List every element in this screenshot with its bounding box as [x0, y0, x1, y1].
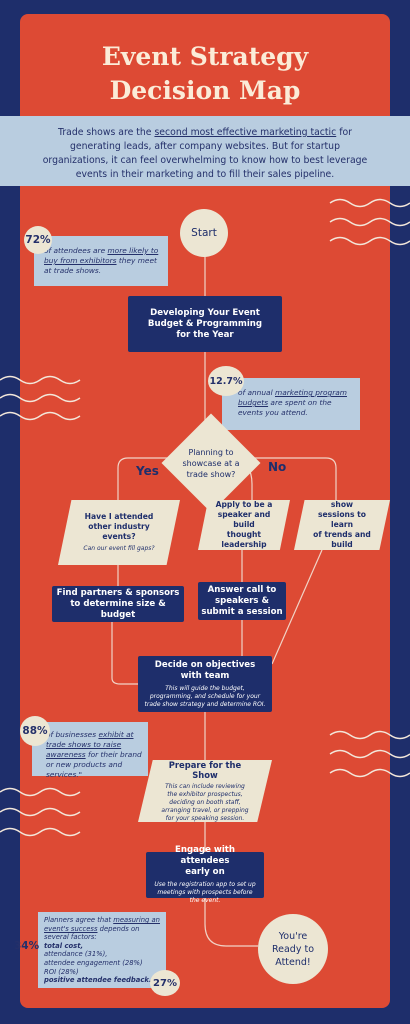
- wave-decoration: [0, 807, 81, 817]
- wave-decoration: [329, 217, 410, 227]
- call-speakers-box: Answer call to speakers & submit a sessi…: [198, 582, 286, 620]
- wave-decoration: [0, 787, 81, 797]
- stat-27-percent: 27%: [150, 970, 180, 996]
- connector-no: [238, 457, 337, 500]
- stat-127-link[interactable]: marketing program budgets: [238, 388, 347, 407]
- stat-34-percent: 34%: [14, 940, 40, 952]
- stat-127-percent: 12.7%: [208, 366, 244, 396]
- speaker-box: Apply to be a speaker and build thought …: [198, 500, 290, 550]
- wave-decoration: [329, 749, 410, 759]
- intro-link[interactable]: second most effective marketing tactic: [154, 127, 337, 138]
- sessions-box: Attend trade show sessions to learn of t…: [294, 500, 390, 550]
- prepare-box: Prepare for the Show This can include re…: [138, 760, 272, 822]
- intro-band: Trade shows are the second most effectiv…: [0, 116, 410, 186]
- wave-decoration: [329, 198, 410, 208]
- stat-34-link[interactable]: measuring an event's success: [44, 916, 160, 933]
- yes-label: Yes: [136, 464, 159, 478]
- connector-sessions-objectives: [271, 549, 323, 665]
- partners-box: Find partners & sponsors to determine si…: [52, 586, 184, 622]
- stat-72-card: of attendees are more likely to buy from…: [34, 236, 168, 286]
- start-node: Start: [180, 209, 228, 257]
- stat-88-card: of businesses exhibit at trade shows to …: [32, 722, 148, 779]
- wave-decoration: [0, 393, 81, 403]
- wave-decoration: [0, 375, 81, 385]
- connector-engage-end: [204, 898, 258, 947]
- wave-decoration: [0, 827, 81, 837]
- wave-decoration: [329, 768, 410, 778]
- wave-decoration: [329, 730, 410, 740]
- stat-127-card: of annual marketing program budgets are …: [222, 378, 360, 430]
- wave-decoration: [0, 411, 81, 421]
- decision-text: Planning to showcase at a trade show?: [182, 447, 240, 479]
- page-title: Event Strategy Decision Map: [101, 42, 309, 105]
- stat-88-link[interactable]: exhibit at trade shows to raise awarenes…: [46, 730, 134, 759]
- attended-events-box: Have I attended other industry events? C…: [58, 500, 180, 565]
- stat-72-percent: 72%: [24, 226, 52, 254]
- wave-decoration: [329, 236, 410, 246]
- stat-88-percent: 88%: [20, 716, 50, 746]
- budget-box: Developing Your Event Budget & Programmi…: [128, 296, 282, 352]
- objectives-box: Decide on objectives with team This will…: [138, 656, 272, 712]
- end-node: You're Ready to Attend!: [258, 914, 328, 984]
- no-label: No: [268, 460, 287, 474]
- connector-yes: [117, 457, 176, 500]
- stat-72-link[interactable]: more likely to buy from exhibitors: [44, 246, 159, 265]
- connector-partners-objectives: [111, 622, 138, 685]
- engage-box: Engage with attendees early on Use the r…: [146, 845, 264, 904]
- stat-34-card: Planners agree that measuring an event's…: [38, 912, 166, 988]
